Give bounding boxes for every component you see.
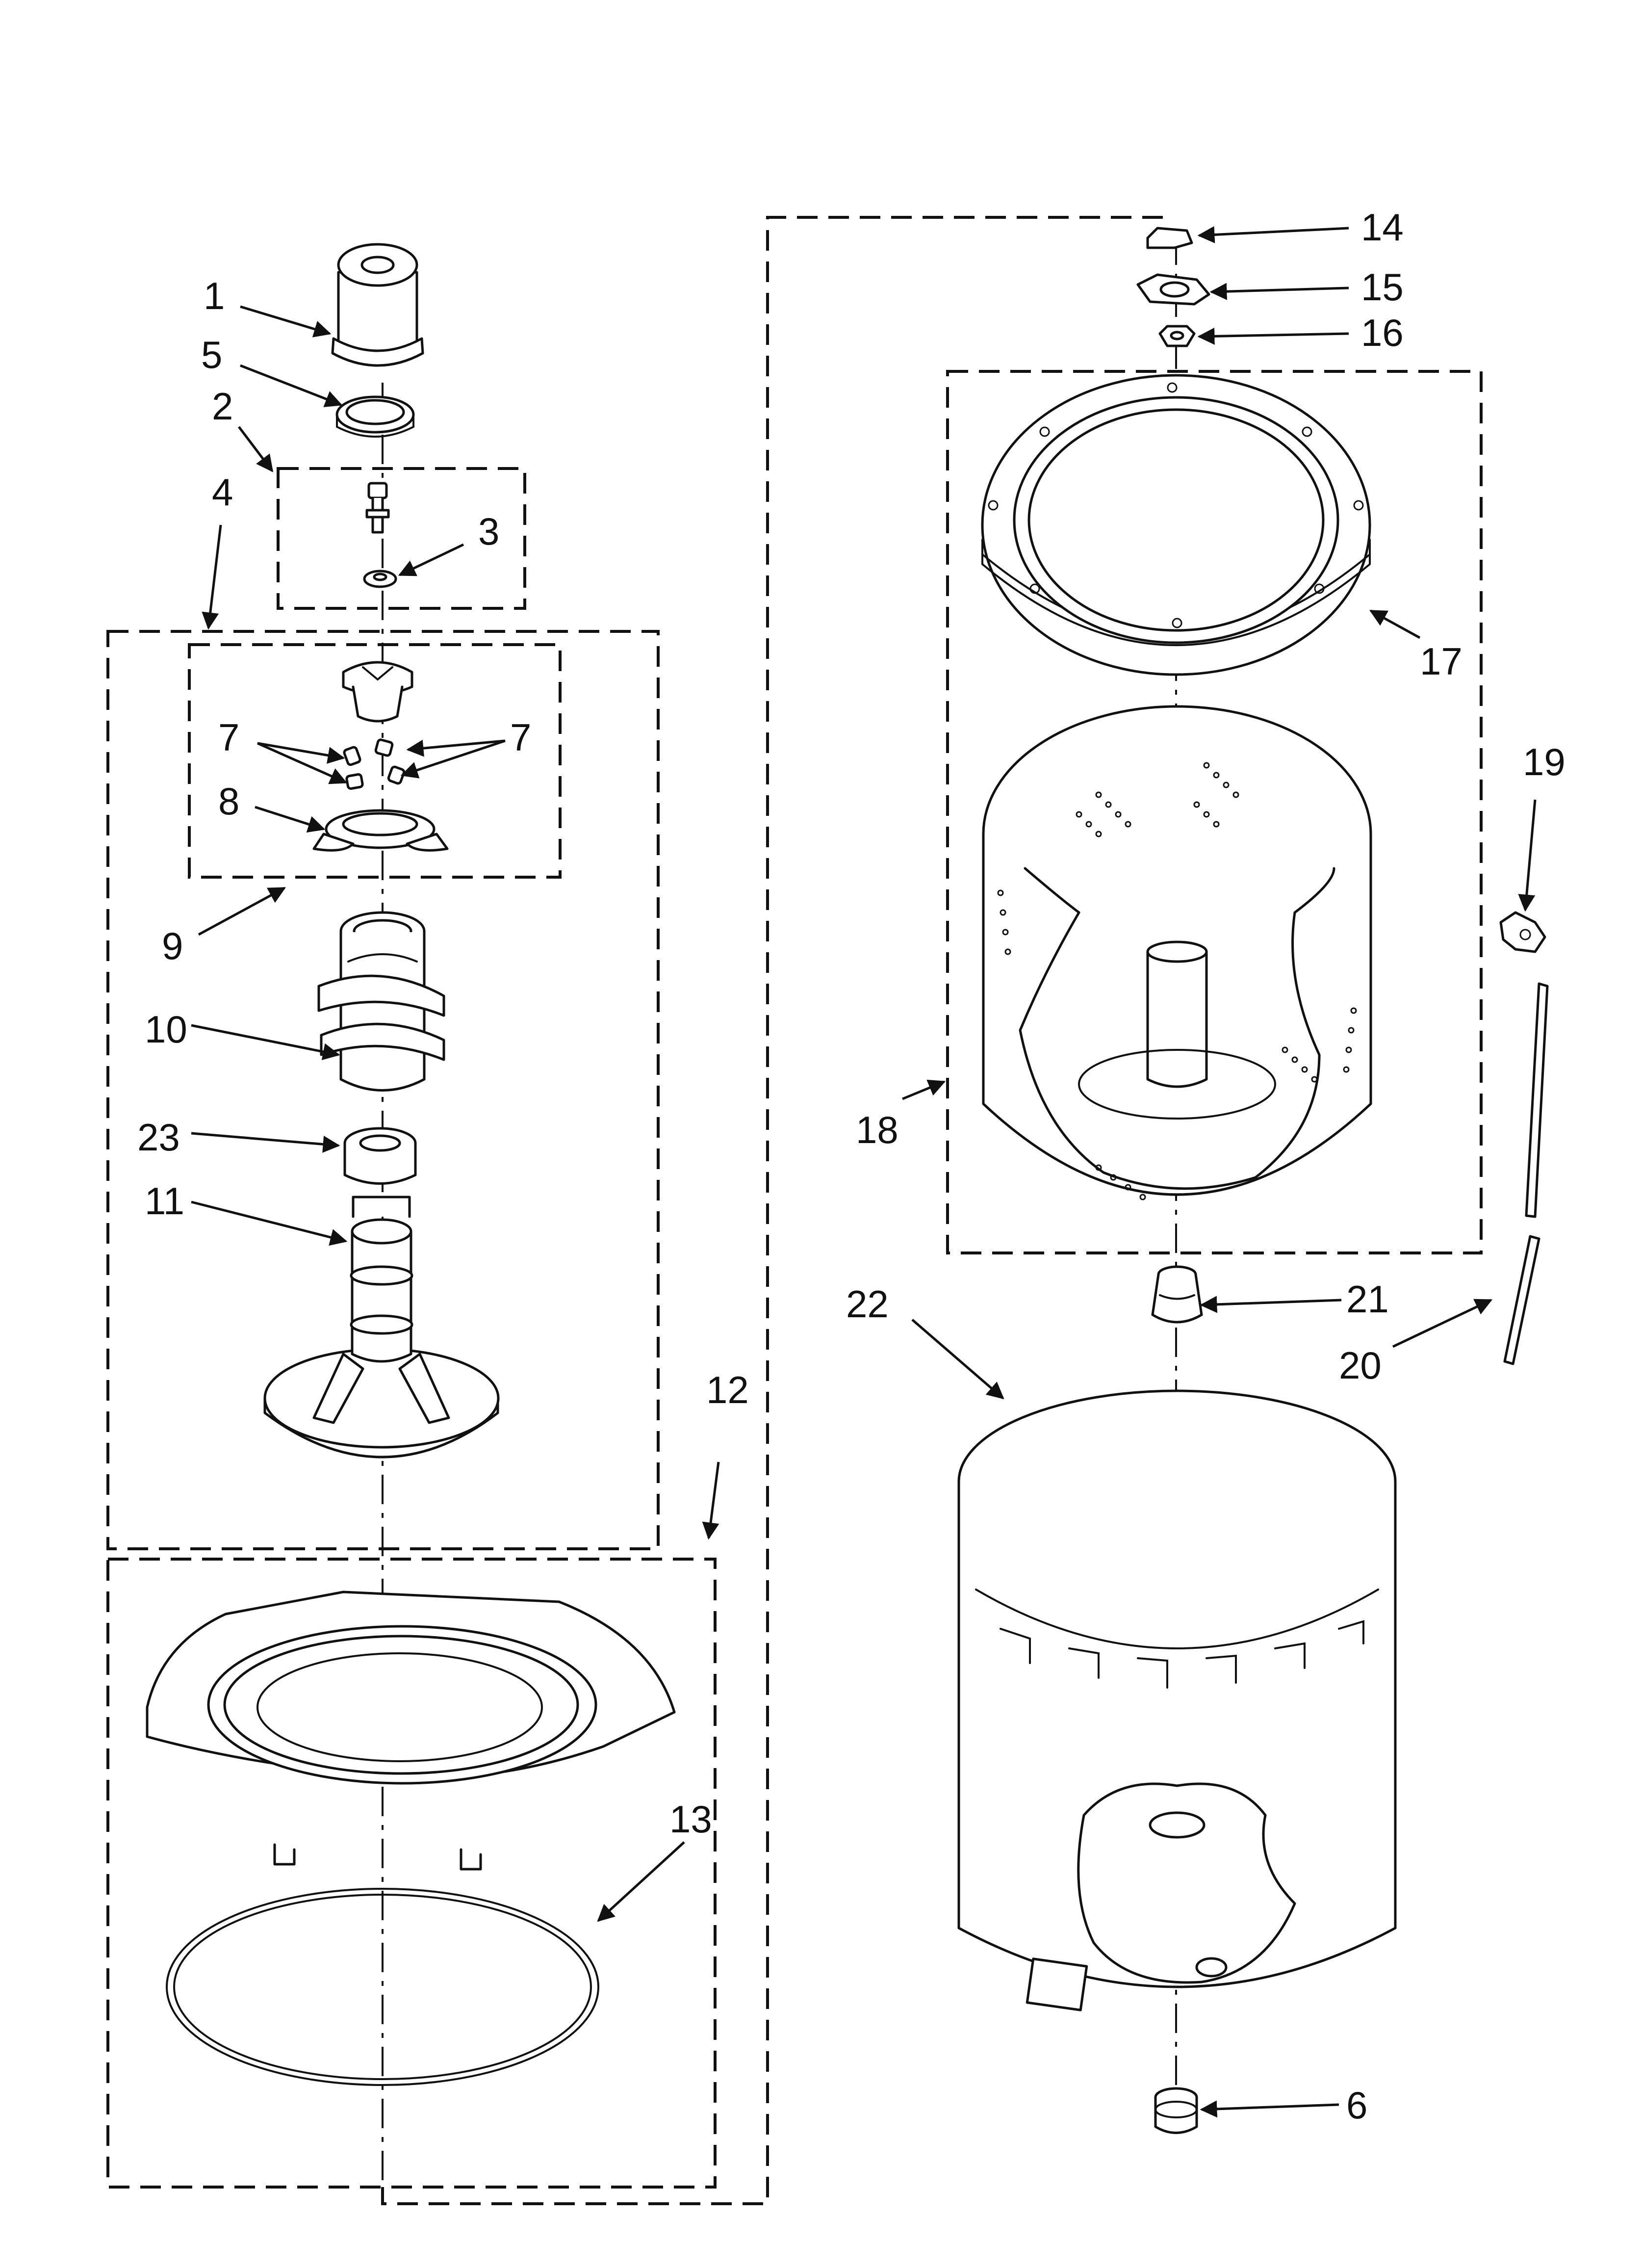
part-23-drive-bell [343, 1127, 417, 1185]
callout-23: 23 [137, 1116, 180, 1159]
group-box-17-18 [946, 370, 1483, 1254]
callout-4: 4 [212, 470, 233, 514]
callout-17: 17 [1420, 640, 1462, 683]
group-box-12 [106, 1558, 717, 2189]
part-3-washer [363, 570, 397, 588]
callout-10: 10 [145, 1008, 187, 1051]
part-11-agitator-base [263, 1196, 500, 1459]
part-13-tub-seal [166, 1888, 599, 2086]
callout-15: 15 [1361, 265, 1404, 309]
group-box-2 [277, 467, 526, 610]
part-16-nut [1158, 325, 1196, 347]
callout-11: 11 [145, 1179, 184, 1223]
part-17-balance-ring [981, 374, 1371, 676]
callout-5: 5 [201, 333, 222, 376]
part-8-cam [312, 809, 449, 852]
basket-perforations [997, 762, 1357, 1200]
callout-13: 13 [669, 1798, 712, 1841]
part-10-auger [317, 911, 445, 1092]
callout-18: 18 [856, 1108, 898, 1151]
callout-1: 1 [204, 274, 225, 317]
callout-16: 16 [1361, 311, 1404, 354]
callout-labels: 1 5 2 3 4 7 7 8 9 10 23 11 12 13 14 15 1… [137, 206, 1565, 2127]
part-19-clamp [1499, 911, 1546, 953]
callout-19: 19 [1523, 740, 1565, 783]
callout-14: 14 [1361, 206, 1404, 249]
part-6-plug [1154, 2087, 1198, 2134]
part-22-outer-tub [957, 1389, 1397, 2011]
callout-9: 9 [162, 924, 183, 967]
callout-2: 2 [212, 385, 233, 428]
callout-8: 8 [218, 780, 239, 823]
part-12-tub-ring [146, 1590, 676, 1871]
leader-lines [191, 226, 1537, 2118]
part-14-clip [1146, 227, 1193, 249]
callout-6: 6 [1346, 2084, 1367, 2127]
callout-7-left: 7 [218, 716, 239, 759]
part-5-seal-ring [335, 395, 415, 438]
part-agitator-dog-clutch [342, 661, 413, 723]
callout-22: 22 [846, 1282, 889, 1326]
group-box-9 [188, 643, 562, 879]
connector-dashed-line [381, 216, 1167, 2205]
part-1-agitator-cap [331, 243, 424, 367]
part-15-retainer [1136, 273, 1210, 306]
callout-21: 21 [1346, 1277, 1389, 1321]
part-2-bolt [365, 482, 390, 534]
part-21-hub [1151, 1265, 1203, 1324]
callout-12: 12 [706, 1368, 749, 1411]
callout-7-right: 7 [510, 716, 531, 759]
part-18-spin-basket [982, 705, 1372, 1200]
callout-3: 3 [478, 510, 499, 553]
part-20-hose [1503, 982, 1549, 1365]
callout-20: 20 [1339, 1344, 1382, 1387]
part-7-agitator-dogs [343, 738, 406, 790]
